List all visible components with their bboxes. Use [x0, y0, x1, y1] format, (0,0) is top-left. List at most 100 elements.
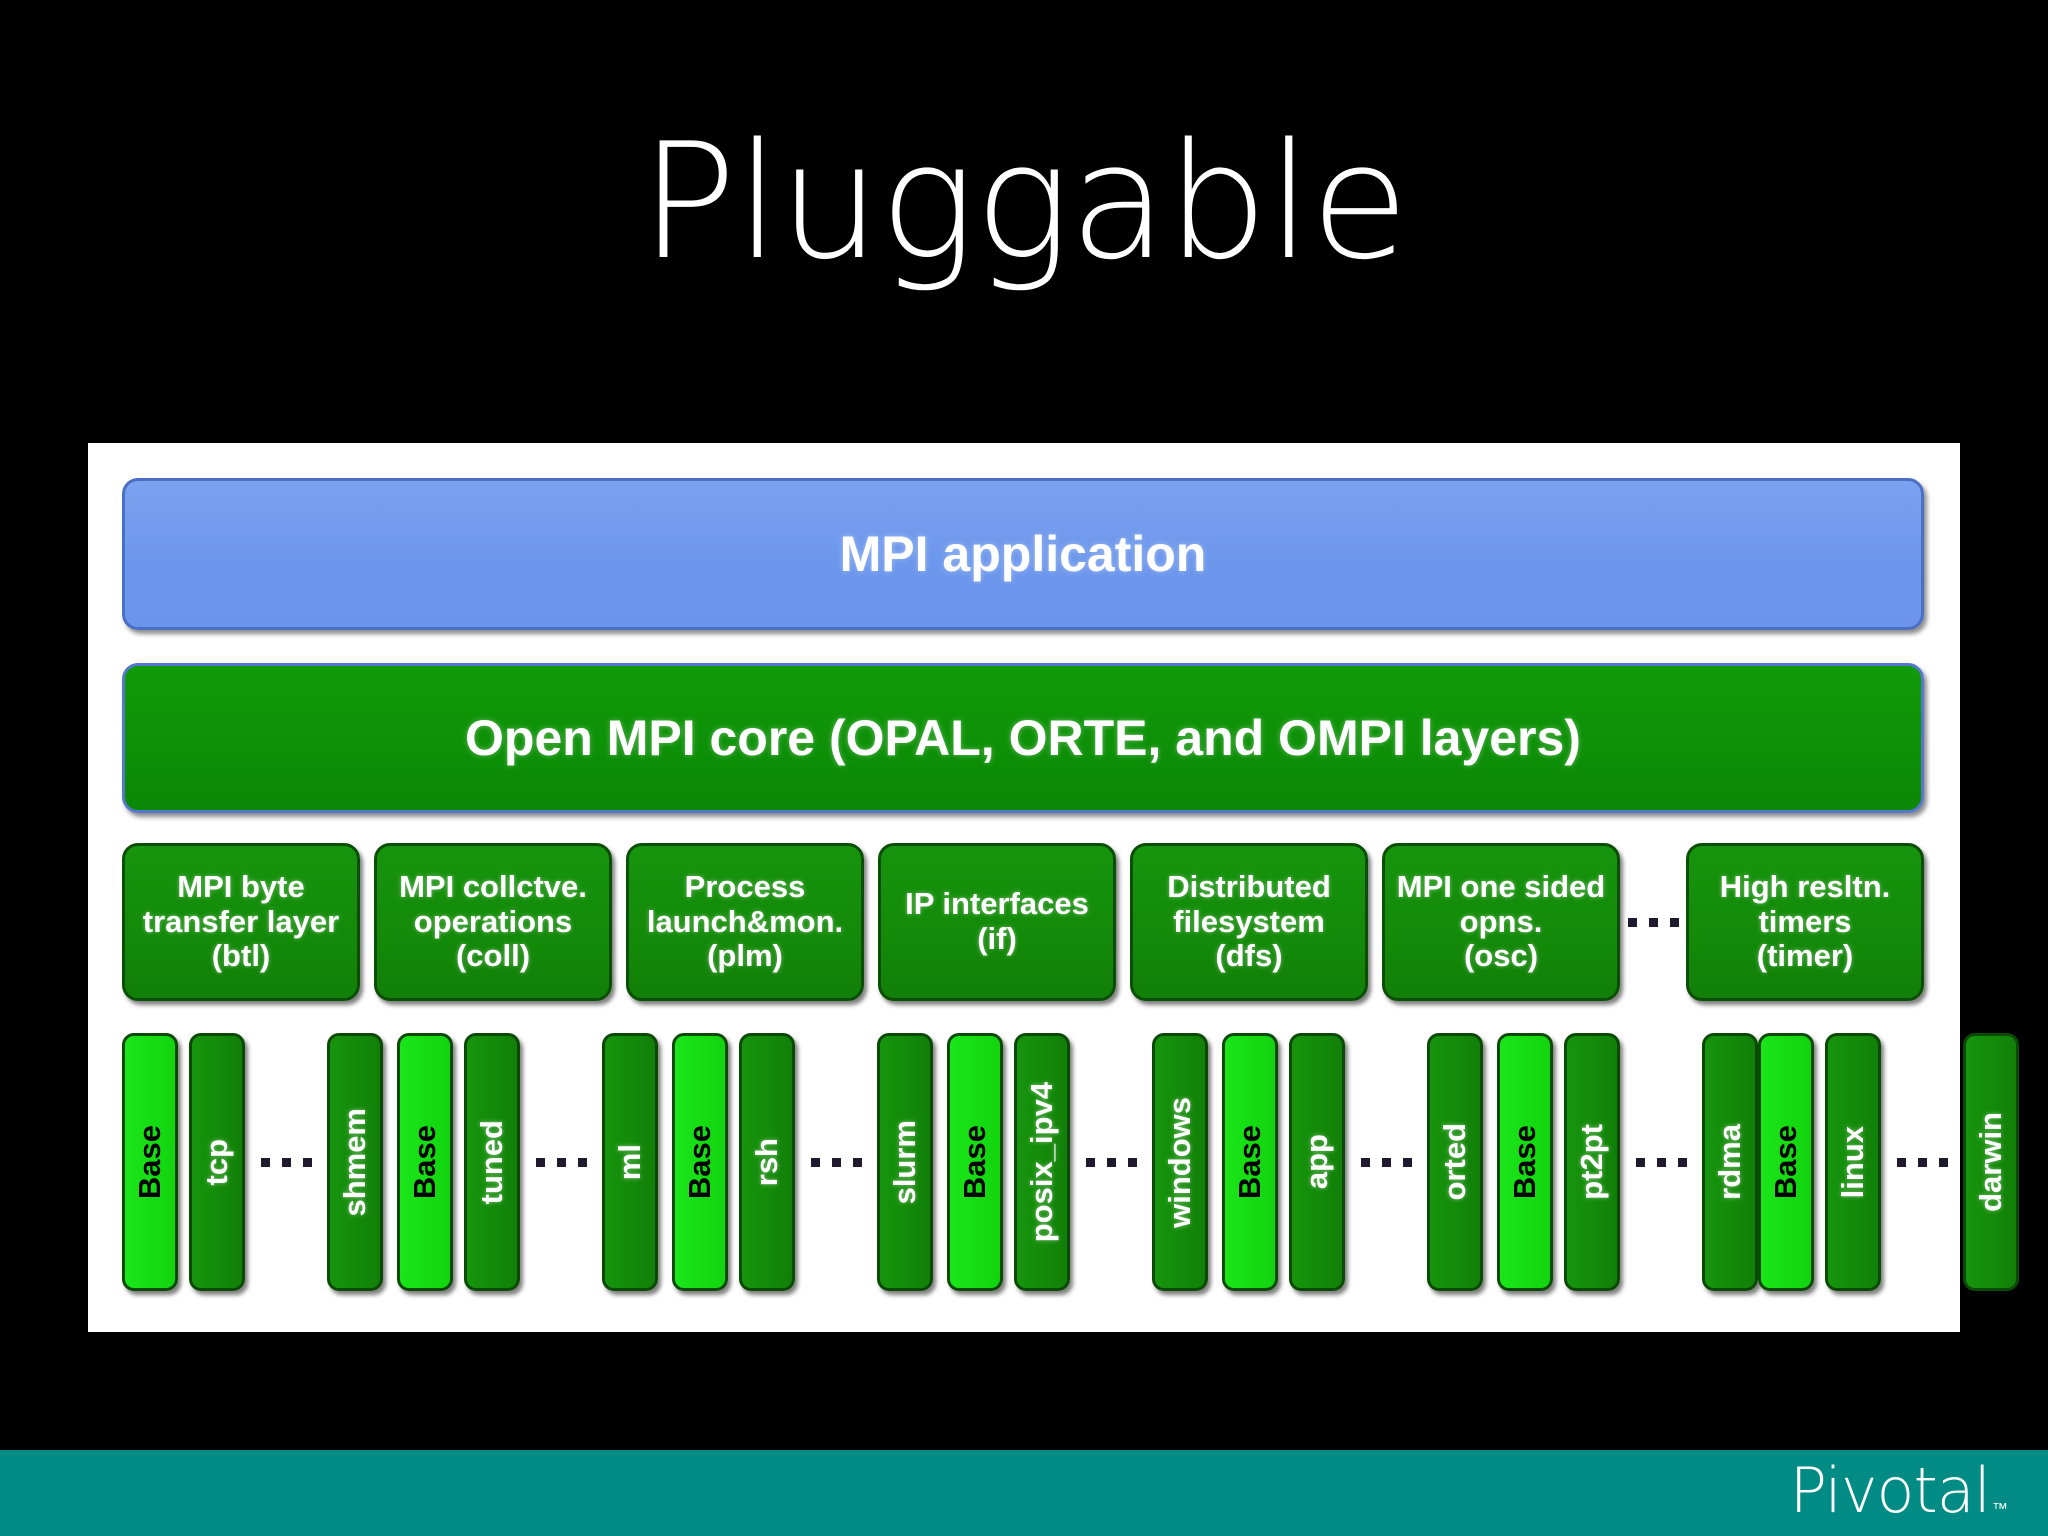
component-label: rsh — [749, 1137, 784, 1187]
component-ellipsis-plm — [806, 1033, 866, 1291]
component-if-windows[interactable]: windows — [1152, 1033, 1208, 1291]
component-group-timer: Base linux darwin — [1758, 1033, 2019, 1291]
component-label: Base — [1232, 1124, 1267, 1200]
component-group-dfs: Base app orted — [1222, 1033, 1483, 1291]
component-ellipsis-osc — [1631, 1033, 1691, 1291]
ellipsis-dot — [1917, 1157, 1927, 1167]
component-dfs-app[interactable]: app — [1289, 1033, 1345, 1291]
framework-ellipsis — [1620, 843, 1686, 1001]
ellipsis-dot — [831, 1157, 841, 1167]
component-group-btl: Base tcp shmem — [122, 1033, 383, 1291]
component-btl-base[interactable]: Base — [122, 1033, 178, 1291]
ellipsis-dot — [1669, 917, 1679, 927]
component-dfs-base[interactable]: Base — [1222, 1033, 1278, 1291]
component-osc-base[interactable]: Base — [1497, 1033, 1553, 1291]
spacer — [1208, 1033, 1222, 1291]
framework-osc-name: MPI one sided opns. — [1396, 868, 1606, 939]
component-osc-rdma[interactable]: rdma — [1702, 1033, 1758, 1291]
ellipsis-dot — [1648, 917, 1658, 927]
component-label: darwin — [1973, 1112, 2008, 1212]
component-plm-slurm[interactable]: slurm — [877, 1033, 933, 1291]
component-label: Base — [682, 1124, 717, 1200]
ellipsis-dot — [1656, 1157, 1666, 1167]
component-dfs-orted[interactable]: orted — [1427, 1033, 1483, 1291]
layer-open-mpi-core-label: Open MPI core (OPAL, ORTE, and OMPI laye… — [465, 710, 1581, 766]
ellipsis-dot — [1381, 1157, 1391, 1167]
component-plm-rsh[interactable]: rsh — [739, 1033, 795, 1291]
spacer — [360, 843, 374, 1001]
component-label: slurm — [887, 1119, 922, 1205]
component-ellipsis-btl — [256, 1033, 316, 1291]
framework-box-plm[interactable]: Process launch&mon. (plm) — [626, 843, 864, 1001]
spacer — [383, 1033, 397, 1291]
ellipsis-dot — [1938, 1157, 1948, 1167]
component-label: posix_ipv4 — [1024, 1081, 1059, 1243]
ellipsis-dot — [302, 1157, 312, 1167]
framework-box-if[interactable]: IP interfaces (if) — [878, 843, 1116, 1001]
component-if-base[interactable]: Base — [947, 1033, 1003, 1291]
framework-dfs-abbr: (dfs) — [1215, 938, 1283, 974]
component-ellipsis-coll — [531, 1033, 591, 1291]
framework-timer-abbr: (timer) — [1756, 938, 1854, 974]
component-timer-darwin[interactable]: darwin — [1963, 1033, 2019, 1291]
component-if-posix-ipv4[interactable]: posix_ipv4 — [1014, 1033, 1070, 1291]
component-group-plm: Base rsh slurm — [672, 1033, 933, 1291]
framework-row: MPI byte transfer layer (btl) MPI collct… — [122, 843, 1924, 1001]
component-btl-shmem[interactable]: shmem — [327, 1033, 383, 1291]
component-ellipsis-if — [1081, 1033, 1141, 1291]
component-label: ml — [612, 1143, 647, 1181]
ellipsis-dot — [1106, 1157, 1116, 1167]
component-label: Base — [1768, 1124, 1803, 1200]
component-label: Base — [1507, 1124, 1542, 1200]
ellipsis-dot — [810, 1157, 820, 1167]
component-label: Base — [407, 1124, 442, 1200]
framework-box-timer[interactable]: High resltn. timers (timer) — [1686, 843, 1924, 1001]
component-label: shmem — [337, 1107, 372, 1217]
ellipsis-dot — [1627, 917, 1637, 927]
spacer — [864, 843, 878, 1001]
spacer — [933, 1033, 947, 1291]
component-ellipsis-timer — [1892, 1033, 1952, 1291]
framework-plm-abbr: (plm) — [707, 938, 783, 974]
component-ellipsis-dfs — [1356, 1033, 1416, 1291]
component-coll-base[interactable]: Base — [397, 1033, 453, 1291]
ellipsis-dot — [577, 1157, 587, 1167]
framework-dfs-name: Distributed filesystem — [1167, 868, 1331, 939]
component-btl-tcp[interactable]: tcp — [189, 1033, 245, 1291]
framework-osc-abbr: (osc) — [1463, 938, 1539, 974]
ellipsis-dot — [260, 1157, 270, 1167]
ellipsis-dot — [852, 1157, 862, 1167]
ellipsis-dot — [556, 1157, 566, 1167]
layer-open-mpi-core: Open MPI core (OPAL, ORTE, and OMPI laye… — [122, 663, 1924, 813]
framework-box-coll[interactable]: MPI collctve. operations (coll) — [374, 843, 612, 1001]
spacer — [1116, 843, 1130, 1001]
framework-box-osc[interactable]: MPI one sided opns. (osc) — [1382, 843, 1620, 1001]
page-title: Pluggable — [640, 108, 1409, 295]
framework-timer-name: High resltn. timers — [1719, 868, 1891, 939]
component-timer-base[interactable]: Base — [1758, 1033, 1814, 1291]
spacer — [1483, 1033, 1497, 1291]
trademark-symbol: ™ — [1992, 1499, 2008, 1518]
framework-box-dfs[interactable]: Distributed filesystem (dfs) — [1130, 843, 1368, 1001]
ellipsis-dot — [1402, 1157, 1412, 1167]
component-label: app — [1299, 1134, 1334, 1190]
component-osc-pt2pt[interactable]: pt2pt — [1564, 1033, 1620, 1291]
layer-mpi-application: MPI application — [122, 478, 1924, 630]
component-coll-ml[interactable]: ml — [602, 1033, 658, 1291]
component-label: orted — [1437, 1123, 1472, 1201]
ellipsis-dot — [281, 1157, 291, 1167]
component-group-if: Base posix_ipv4 windows — [947, 1033, 1208, 1291]
component-timer-linux[interactable]: linux — [1825, 1033, 1881, 1291]
spacer — [612, 843, 626, 1001]
framework-box-btl[interactable]: MPI byte transfer layer (btl) — [122, 843, 360, 1001]
ellipsis-dot — [1127, 1157, 1137, 1167]
ellipsis-dot — [535, 1157, 545, 1167]
framework-if-name: IP interfaces — [905, 886, 1089, 922]
component-label: rdma — [1712, 1124, 1747, 1200]
component-label: Base — [957, 1124, 992, 1200]
component-coll-tuned[interactable]: tuned — [464, 1033, 520, 1291]
framework-btl-abbr: (btl) — [211, 938, 271, 974]
component-plm-base[interactable]: Base — [672, 1033, 728, 1291]
